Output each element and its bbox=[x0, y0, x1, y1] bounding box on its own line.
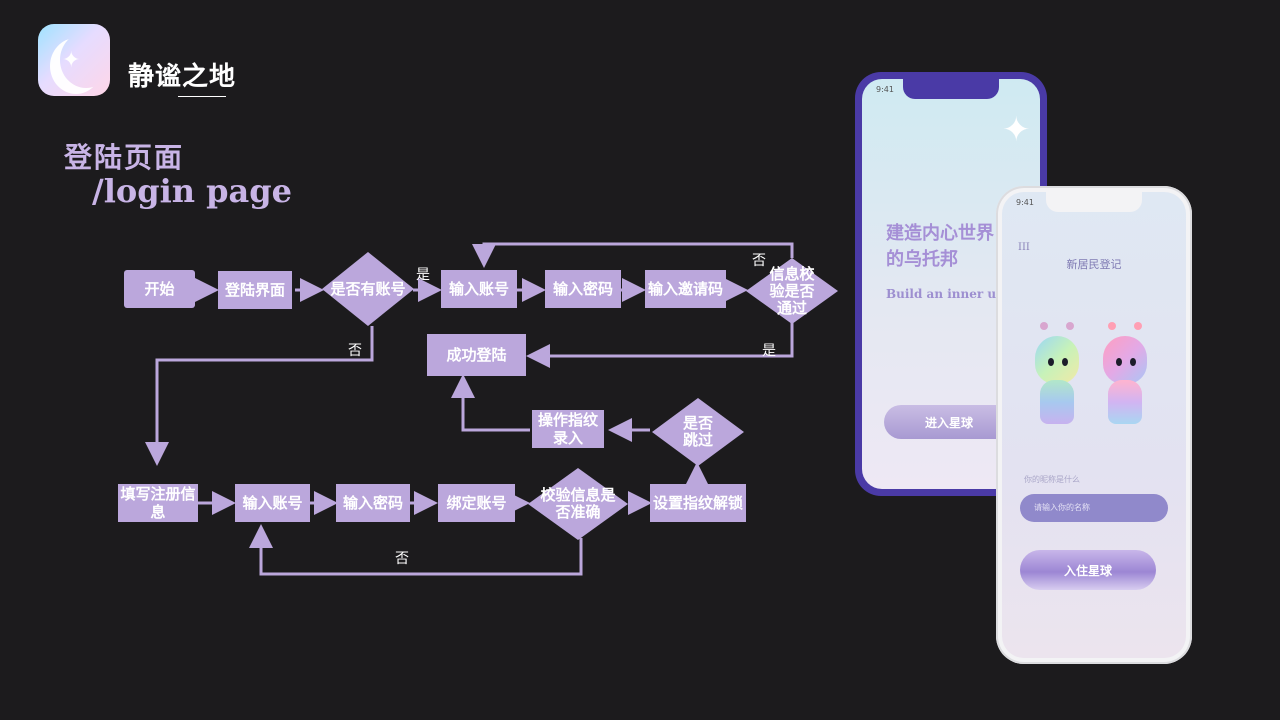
creature-head bbox=[1035, 336, 1079, 384]
login-page-node: 登陆界面 bbox=[218, 271, 292, 309]
skip-label: 是否跳过 bbox=[682, 414, 713, 449]
verify-correct-label: 校验信息是否准确 bbox=[540, 486, 616, 521]
page-title-en: /login page bbox=[92, 172, 292, 210]
antenna bbox=[1108, 322, 1116, 330]
bind-account-node: 绑定账号 bbox=[438, 484, 515, 522]
enter-account-top-node: 输入账号 bbox=[441, 270, 517, 308]
has-account-label: 是否有账号 bbox=[330, 279, 406, 298]
antenna bbox=[1066, 322, 1074, 330]
enter-planet-button[interactable]: 进入星球 bbox=[884, 405, 1014, 439]
creature-body bbox=[1108, 380, 1142, 424]
verify-pass-label: 信息校验是否通过 bbox=[769, 264, 815, 317]
yes-label-verify: 是 bbox=[762, 343, 776, 359]
verify-pass-decision: 信息校验是否通过 bbox=[746, 258, 838, 324]
phone-front-screen: 9:41 III 新居民登记 你的昵称是什么 请输入你的名称 入住星球 bbox=[1002, 192, 1186, 658]
no-label-has-account: 否 bbox=[348, 343, 362, 359]
antenna bbox=[1134, 322, 1142, 330]
enter-invite-code-node: 输入邀请码 bbox=[645, 270, 726, 308]
app-logo-icon: ✦ bbox=[38, 24, 110, 96]
subtitle: Build an inner utopia bbox=[886, 287, 1031, 301]
brand-underline bbox=[178, 96, 226, 97]
headline-line-1: 建造内心世界 bbox=[886, 223, 994, 244]
creature-left bbox=[1032, 322, 1082, 432]
register-header: 新居民登记 bbox=[1066, 258, 1122, 271]
nickname-placeholder: 请输入你的名称 bbox=[1034, 503, 1090, 512]
brand-name: 静谧之地 bbox=[128, 62, 237, 92]
creature-eye bbox=[1116, 358, 1122, 366]
fill-register-node: 填写注册信息 bbox=[118, 484, 198, 522]
no-label-verify: 否 bbox=[752, 253, 766, 269]
creature-eye bbox=[1062, 358, 1068, 366]
enter-password-bottom-node: 输入密码 bbox=[336, 484, 410, 522]
antenna bbox=[1040, 322, 1048, 330]
status-time: 9:41 bbox=[1016, 198, 1034, 207]
sparkle-icon: ✦ bbox=[62, 48, 81, 73]
yes-label-has-account: 是 bbox=[416, 267, 430, 283]
has-account-decision: 是否有账号 bbox=[322, 252, 414, 326]
login-success-node: 成功登陆 bbox=[427, 334, 526, 376]
creature-eye bbox=[1048, 358, 1054, 366]
status-time: 9:41 bbox=[876, 85, 894, 94]
notch bbox=[903, 79, 999, 99]
verify-correct-decision: 校验信息是否准确 bbox=[528, 468, 628, 540]
move-in-planet-button[interactable]: 入住星球 bbox=[1020, 550, 1156, 590]
enter-account-bottom-node: 输入账号 bbox=[235, 484, 310, 522]
phone-mockup-front: 9:41 III 新居民登记 你的昵称是什么 请输入你的名称 入住星球 bbox=[996, 186, 1192, 664]
no-label-verify-correct: 否 bbox=[395, 551, 409, 567]
page-title-cn: 登陆页面 bbox=[64, 141, 185, 174]
creature-right bbox=[1100, 322, 1150, 432]
creature-eye bbox=[1130, 358, 1136, 366]
sparkle-icon: ✦ bbox=[1002, 110, 1031, 150]
menu-icon[interactable]: III bbox=[1018, 242, 1030, 253]
enter-password-top-node: 输入密码 bbox=[545, 270, 621, 308]
set-fingerprint-node: 设置指纹解锁 bbox=[650, 484, 746, 522]
creature-body bbox=[1040, 380, 1074, 424]
start-node: 开始 bbox=[124, 270, 195, 308]
skip-decision: 是否跳过 bbox=[652, 398, 744, 466]
fingerprint-record-node: 操作指纹录入 bbox=[532, 410, 604, 448]
headline: 建造内心世界 的乌托邦 bbox=[886, 221, 994, 273]
headline-line-2: 的乌托邦 bbox=[886, 249, 958, 270]
creature-head bbox=[1103, 336, 1147, 384]
notch bbox=[1046, 192, 1142, 212]
nickname-input[interactable]: 请输入你的名称 bbox=[1020, 494, 1168, 522]
nickname-label: 你的昵称是什么 bbox=[1024, 475, 1080, 484]
